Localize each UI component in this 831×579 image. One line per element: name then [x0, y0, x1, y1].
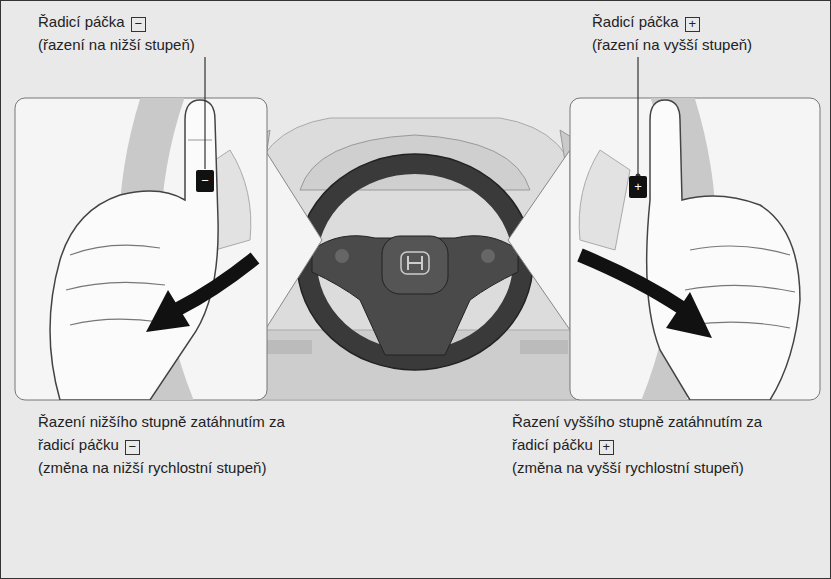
- paddle-symbol: +: [629, 176, 647, 198]
- annotation: Řadicí páčka + (řazení na vyšší stupeň): [592, 10, 822, 56]
- label-text: Řazení nižšího stupně zatáhnutím za řadi…: [38, 413, 285, 453]
- paddle-symbol: −: [196, 170, 214, 192]
- steering-wheel: [297, 154, 533, 370]
- shift-symbol: +: [599, 440, 614, 455]
- annotation-line: (změna na vyšší rychlostní stupeň): [512, 456, 770, 479]
- zoom-wedge: [508, 150, 570, 330]
- label-text: Řazení vyššího stupně zatáhnutím za řadi…: [512, 413, 762, 453]
- label-text: (řazení na vyšší stupeň): [592, 36, 752, 53]
- annotation-line: Řadicí páčka−: [38, 10, 338, 33]
- left-inset: [15, 57, 267, 410]
- shift-symbol: +: [685, 17, 700, 32]
- annotation: Řazení vyššího stupně zatáhnutím za řadi…: [512, 410, 770, 479]
- label-text: Řadicí páčka: [592, 13, 679, 30]
- label-text: (řazení na nižší stupeň): [38, 36, 195, 53]
- annotation-line: (řazení na vyšší stupeň): [592, 33, 822, 56]
- label-text: (změna na nižší rychlostní stupeň): [38, 459, 266, 476]
- label-text: (změna na vyšší rychlostní stupeň): [512, 459, 744, 476]
- annotation-line: Řadicí páčka +: [592, 10, 822, 33]
- annotation-line: Řazení vyššího stupně zatáhnutím za řadi…: [512, 410, 770, 456]
- annotation: Řazení nižšího stupně zatáhnutím za řadi…: [38, 410, 296, 479]
- dashboard: [235, 118, 598, 400]
- zoom-wedge: [265, 150, 322, 330]
- right-inset: [570, 57, 820, 410]
- annotation-line: (změna na nižší rychlostní stupeň): [38, 456, 296, 479]
- shift-symbol: −: [125, 440, 140, 455]
- annotation-line: Řazení nižšího stupně zatáhnutím za řadi…: [38, 410, 296, 456]
- shift-symbol: −: [131, 17, 146, 32]
- annotation: Řadicí páčka− (řazení na nižší stupeň): [38, 10, 338, 56]
- label-text: Řadicí páčka: [38, 13, 125, 30]
- annotation-line: (řazení na nižší stupeň): [38, 33, 338, 56]
